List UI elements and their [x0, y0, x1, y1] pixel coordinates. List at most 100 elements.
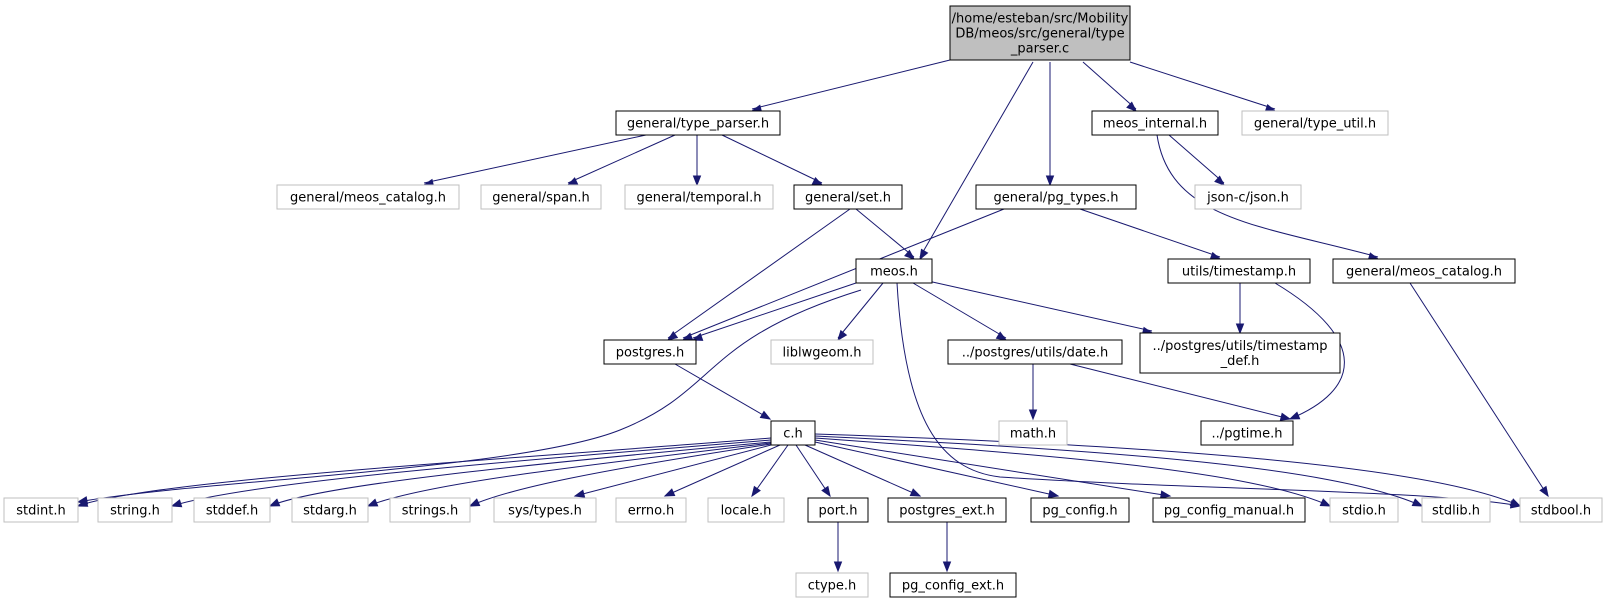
- file-node-temporal-h: general/temporal.h: [624, 184, 774, 210]
- file-node-math-h: math.h: [998, 420, 1068, 446]
- file-node-label: general/set.h: [805, 191, 891, 206]
- file-node-label: ../postgres/utils/date.h: [962, 346, 1109, 361]
- file-node-label: ctype.h: [808, 579, 857, 594]
- file-node-label: general/type_parser.h: [627, 117, 769, 132]
- dependency-arrow: [268, 441, 772, 507]
- dependency-arrow: [566, 134, 676, 186]
- file-node-postgres-h[interactable]: postgres.h: [603, 339, 697, 365]
- file-node-label: stdbool.h: [1531, 504, 1591, 519]
- file-node-strings-h: strings.h: [389, 497, 471, 523]
- dependency-arrow: [691, 282, 857, 341]
- file-node-ctype-h: ctype.h: [795, 572, 869, 598]
- file-node-label: locale.h: [721, 504, 772, 519]
- dependency-arrow: [1235, 283, 1245, 335]
- file-node-meos-catalog-h-dim: general/meos_catalog.h: [276, 184, 460, 210]
- dependency-arrow: [1069, 363, 1292, 421]
- file-node-meos-h[interactable]: meos.h: [855, 258, 933, 284]
- dependency-arrow: [1082, 61, 1138, 112]
- file-node-label: stdint.h: [16, 504, 65, 519]
- dependency-arrow: [573, 444, 772, 498]
- file-node-label: port.h: [818, 504, 857, 519]
- dependency-arrow: [814, 441, 1060, 499]
- file-node-string-h: string.h: [97, 497, 173, 523]
- dependency-arrow: [1274, 282, 1345, 420]
- file-node-label: _parser.c: [1010, 42, 1069, 57]
- dependency-arrow: [76, 437, 772, 507]
- dependency-arrow: [663, 444, 781, 497]
- dependency-arrow: [751, 444, 789, 498]
- dependency-arrow: [674, 363, 772, 420]
- file-node-c-h[interactable]: c.h: [770, 420, 816, 446]
- dependency-arrow: [942, 522, 952, 573]
- file-node-label: meos_internal.h: [1103, 117, 1207, 132]
- file-node-meos-internal-h[interactable]: meos_internal.h: [1091, 110, 1219, 136]
- file-node-stdio-h: stdio.h: [1329, 497, 1399, 523]
- file-node-stdbool-h: stdbool.h: [1519, 497, 1603, 523]
- file-node-label: math.h: [1010, 427, 1056, 442]
- dependency-arrow: [927, 280, 1154, 335]
- file-node-pg-config-ext-h[interactable]: pg_config_ext.h: [889, 572, 1017, 598]
- dependency-arrow: [721, 134, 824, 186]
- dependency-arrow: [1409, 282, 1549, 498]
- dependency-arrow: [912, 282, 1008, 341]
- file-node-label: sys/types.h: [508, 504, 582, 519]
- file-node-label: stddef.h: [206, 504, 258, 519]
- dependency-arrow: [170, 439, 772, 508]
- file-node-stdint-h: stdint.h: [3, 497, 79, 523]
- file-node-label: utils/timestamp.h: [1182, 265, 1296, 280]
- dependency-arrow: [1168, 134, 1226, 186]
- file-node-label: stdarg.h: [303, 504, 357, 519]
- file-node-locale-h: locale.h: [707, 497, 785, 523]
- file-node-timestamp-def-h[interactable]: ../postgres/utils/timestamp_def.h: [1139, 332, 1341, 374]
- dependency-arrow: [804, 444, 922, 497]
- file-node-pgtime-h[interactable]: ../pgtime.h: [1200, 420, 1294, 446]
- file-node-label: general/meos_catalog.h: [290, 191, 446, 206]
- dependency-arrow: [814, 439, 1172, 499]
- dependency-arrow: [1156, 134, 1380, 261]
- file-node-json-h: json-c/json.h: [1194, 184, 1302, 210]
- file-node-postgres-ext-h[interactable]: postgres_ext.h: [887, 497, 1007, 523]
- dependency-arrow: [468, 443, 772, 507]
- dependency-arrow: [833, 522, 843, 573]
- file-node-pg-types-h[interactable]: general/pg_types.h: [975, 184, 1137, 210]
- file-node-label: general/meos_catalog.h: [1346, 265, 1502, 280]
- file-node-label: /home/esteban/src/Mobility: [952, 12, 1129, 27]
- file-node-stdarg-h: stdarg.h: [291, 497, 369, 523]
- file-node-meos-catalog-h[interactable]: general/meos_catalog.h: [1332, 258, 1516, 284]
- dependency-arrow: [795, 444, 831, 498]
- dependency-nodes: /home/esteban/src/MobilityDB/meos/src/ge…: [3, 5, 1603, 598]
- file-node-pg-config-manual-h[interactable]: pg_config_manual.h: [1152, 497, 1306, 523]
- file-node-pg-config-h[interactable]: pg_config.h: [1030, 497, 1130, 523]
- dependency-arrow: [919, 61, 1034, 261]
- dependency-edges: [76, 59, 1549, 573]
- dependency-arrow: [1129, 61, 1277, 112]
- file-node-label: general/type_util.h: [1254, 117, 1376, 132]
- dependency-arrow: [814, 435, 1424, 507]
- dependency-arrow: [1028, 364, 1038, 421]
- dependency-arrow: [692, 135, 702, 187]
- file-node-type-parser-h[interactable]: general/type_parser.h: [615, 110, 781, 136]
- file-node-label: general/span.h: [492, 191, 589, 206]
- dependency-arrow: [1079, 208, 1222, 260]
- file-node-stdlib-h: stdlib.h: [1421, 497, 1491, 523]
- file-node-port-h[interactable]: port.h: [807, 497, 869, 523]
- file-node-span-h: general/span.h: [480, 184, 602, 210]
- file-node-root[interactable]: /home/esteban/src/MobilityDB/meos/src/ge…: [949, 5, 1131, 61]
- file-node-label: stdio.h: [1342, 504, 1386, 519]
- file-node-errno-h: errno.h: [615, 497, 687, 523]
- file-node-timestamp-h[interactable]: utils/timestamp.h: [1167, 258, 1311, 284]
- file-node-label: pg_config_ext.h: [902, 579, 1004, 594]
- file-node-set-h[interactable]: general/set.h: [793, 184, 903, 210]
- dependency-arrow: [814, 433, 1522, 507]
- dependency-arrow: [837, 282, 884, 342]
- dependency-arrow: [814, 437, 1332, 507]
- file-node-stddef-h: stddef.h: [193, 497, 271, 523]
- file-node-date-h[interactable]: ../postgres/utils/date.h: [947, 339, 1123, 365]
- dependency-arrow: [422, 134, 647, 188]
- file-node-label: postgres.h: [616, 346, 685, 361]
- file-node-label: ../postgres/utils/timestamp: [1152, 339, 1327, 354]
- file-node-type-util-h: general/type_util.h: [1241, 110, 1389, 136]
- file-node-sys-types-h: sys/types.h: [493, 497, 597, 523]
- file-node-label: liblwgeom.h: [783, 346, 862, 361]
